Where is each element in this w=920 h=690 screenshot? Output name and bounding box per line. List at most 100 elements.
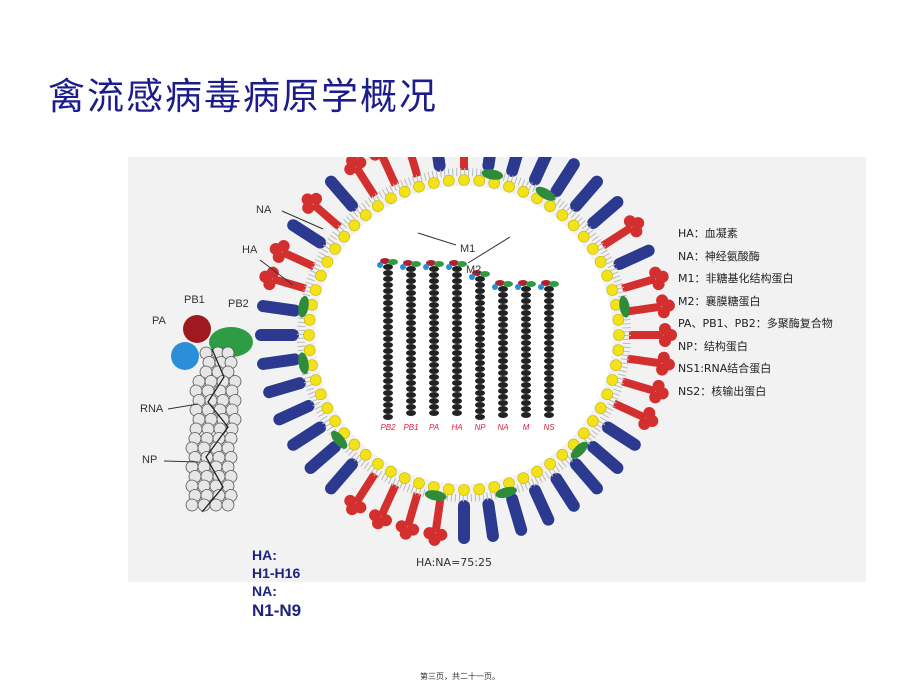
lipid-head: [577, 230, 590, 243]
lipid-head: [398, 472, 411, 485]
lipid-head: [329, 243, 341, 255]
np-bead: [498, 358, 508, 364]
np-bead: [406, 272, 416, 278]
np-bead: [429, 296, 439, 302]
spike: [629, 323, 677, 347]
np-bead: [429, 374, 439, 380]
legend-item-na: NA：神经氨酸酶: [678, 249, 760, 263]
spike: [626, 351, 675, 376]
np-bead: [521, 328, 531, 334]
spike: [613, 244, 655, 270]
spike: [325, 175, 358, 212]
np-bead: [475, 354, 485, 360]
spike: [423, 497, 448, 546]
np-bead: [475, 378, 485, 384]
np-bead: [452, 332, 462, 338]
np-bead: [521, 340, 531, 346]
polymerase-pb2: [480, 271, 490, 277]
na-spike: [570, 458, 603, 495]
np-bead: [544, 328, 554, 334]
np-bead: [544, 388, 554, 394]
spike: [600, 215, 645, 250]
np-bead: [406, 386, 416, 392]
ha-head: [656, 270, 669, 283]
ha-head: [369, 157, 382, 161]
na-spike: [325, 458, 358, 495]
np-bead: [383, 276, 393, 282]
ha-head: [372, 517, 385, 530]
leader-line: [417, 232, 457, 246]
segment-label: NS: [543, 423, 555, 432]
na-spike: [482, 157, 499, 172]
lipid-head: [587, 415, 599, 427]
np-bead: [383, 330, 393, 336]
np-bead: [521, 388, 531, 394]
ha-head: [646, 414, 659, 427]
ha-stem: [404, 492, 422, 528]
np-bead: [475, 408, 485, 414]
lipid-head: [385, 192, 397, 205]
np-bead: [383, 396, 393, 402]
lipid-head: [473, 483, 486, 496]
np-bead: [452, 362, 462, 368]
spike: [550, 472, 580, 512]
np-bead: [452, 284, 462, 290]
np-bead: [544, 406, 554, 412]
na-spike: [255, 329, 299, 341]
na-spike: [287, 421, 327, 451]
polymerase-pa: [492, 284, 498, 290]
lipid-head: [606, 284, 619, 296]
legend-item-ns1: NS1:RNA结合蛋白: [678, 362, 772, 375]
polymerase-pb2: [457, 261, 467, 267]
spike: [506, 493, 528, 536]
np-bead: [475, 294, 485, 300]
lipid-head: [309, 374, 322, 386]
np-bead: [544, 394, 554, 400]
m2-channel: [570, 441, 588, 459]
np-bead: [544, 382, 554, 388]
lipid-head: [458, 484, 470, 496]
lipid-head: [473, 174, 486, 187]
np-bead: [475, 390, 485, 396]
rnp-segment: PB2: [377, 258, 398, 432]
ha-stem: [311, 201, 342, 230]
na-spike: [613, 244, 655, 270]
np-bead: [521, 370, 531, 376]
na-spike: [304, 441, 341, 474]
page-footer: 第三页，共二十一页。: [420, 672, 500, 681]
lipid-head: [458, 174, 470, 186]
lipid-head: [544, 458, 556, 470]
na-spike: [550, 472, 580, 512]
np-bead: [475, 372, 485, 378]
segment-label: HA: [451, 423, 462, 432]
m2-channel: [424, 490, 447, 501]
ha-head: [428, 533, 441, 546]
ha-head: [656, 387, 669, 400]
ha-head: [662, 299, 675, 312]
np-bead: [429, 410, 439, 416]
polymerase-pb1: [380, 258, 390, 264]
spike: [269, 240, 316, 271]
leader-line: [467, 236, 511, 264]
np-bead: [498, 370, 508, 376]
np-bead: [429, 350, 439, 356]
np-bead: [475, 336, 485, 342]
ha-head: [301, 193, 314, 206]
np-bead: [521, 292, 531, 298]
np-bead: [383, 324, 393, 330]
np-bead: [452, 272, 462, 278]
np-bead: [429, 386, 439, 392]
np-bead: [498, 412, 508, 418]
spike: [344, 471, 379, 516]
lipid-head: [610, 359, 622, 371]
m2-channel: [298, 295, 309, 318]
np-bead: [521, 376, 531, 382]
np-bead: [383, 348, 393, 354]
np-bead: [383, 288, 393, 294]
np-bead: [544, 346, 554, 352]
np-bead: [383, 378, 393, 384]
np-bead: [521, 358, 531, 364]
